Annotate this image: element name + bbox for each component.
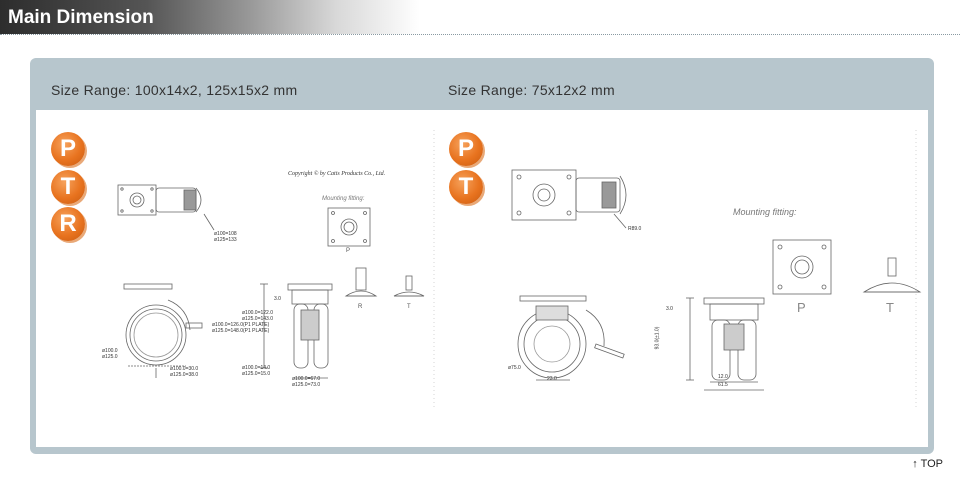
section-header: Main Dimension: [0, 0, 420, 34]
dim-h3-right: 3.0: [666, 306, 673, 312]
fit-label-t-right: T: [886, 300, 894, 315]
dim-plate-height: ø100.0=126.0(P1 PLATE)ø125.0=148.0(P1 PL…: [212, 322, 270, 334]
badge-p-left[interactable]: P: [51, 132, 85, 166]
left-caster-drawing: [117, 130, 435, 410]
badge-t-left[interactable]: T: [51, 170, 85, 204]
fit-label-p-left: P: [346, 248, 351, 254]
mounting-title-right: Mounting fitting:: [733, 207, 797, 217]
dim-height-right: 93.0(±1.0): [654, 326, 661, 350]
section-title: Main Dimension: [8, 7, 154, 28]
dim-width-right-a: 12.0: [718, 374, 728, 380]
dim-width-right-b: 61.5: [718, 382, 728, 388]
fit-label-t-left: T: [407, 304, 411, 310]
mounting-title-left: Mounting fitting:: [322, 196, 365, 202]
fit-label-r-left: R: [358, 304, 363, 310]
size-range-right: Size Range: 75x12x2 mm: [448, 82, 615, 98]
right-caster-drawing: [511, 130, 922, 410]
dim-h3: 3.0: [274, 296, 281, 302]
badge-r-left[interactable]: R: [51, 207, 85, 241]
header-divider: [0, 34, 960, 35]
dim-r89: R89.0: [628, 226, 642, 232]
drawings-area: P T R P T Copyright © by Catis Products …: [36, 110, 928, 447]
fit-label-p-right: P: [797, 300, 806, 315]
dim-base-right: 23.0: [547, 376, 557, 382]
panel-header: Size Range: 100x14x2, 125x15x2 mm Size R…: [30, 58, 934, 110]
size-range-left: Size Range: 100x14x2, 125x15x2 mm: [51, 82, 298, 98]
badge-p-right[interactable]: P: [449, 132, 483, 166]
badge-t-right[interactable]: T: [449, 170, 483, 204]
dim-wheel-right: ø75.0: [508, 365, 521, 371]
dimension-panel: Size Range: 100x14x2, 125x15x2 mm Size R…: [30, 58, 934, 454]
copyright-text: Copyright © by Catis Products Co., Ltd.: [288, 171, 386, 177]
back-to-top-link[interactable]: ↑ TOP: [912, 458, 943, 470]
